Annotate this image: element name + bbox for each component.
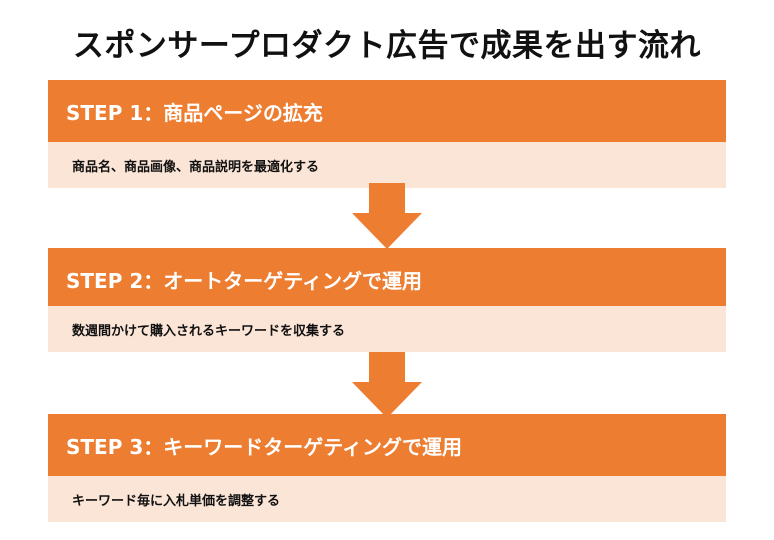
step-2-header: STEP 2：オートターゲティングで運用 (48, 248, 726, 310)
step-3-description-text: キーワード毎に入札単価を調整する (72, 493, 281, 509)
step-1-header: STEP 1：商品ページの拡充 (48, 80, 726, 142)
step-3-header: STEP 3：キーワードターゲティングで運用 (48, 414, 726, 476)
step-1-description-text: 商品名、商品画像、商品説明を最適化する (72, 159, 320, 175)
down-arrow-icon (352, 352, 422, 418)
step-2-description: 数週間かけて購入されるキーワードを収集する (48, 306, 726, 352)
step-1-header-label: STEP 1：商品ページの拡充 (66, 100, 323, 125)
step-3-description: キーワード毎に入札単価を調整する (48, 476, 726, 522)
down-arrow-icon (352, 183, 422, 249)
step-3-header-label: STEP 3：キーワードターゲティングで運用 (66, 434, 463, 459)
page-title: スポンサープロダクト広告で成果を出す流れ (72, 28, 702, 64)
step-2-header-label: STEP 2：オートターゲティングで運用 (66, 268, 423, 293)
step-2-description-text: 数週間かけて購入されるキーワードを収集する (72, 323, 346, 339)
step-1-description: 商品名、商品画像、商品説明を最適化する (48, 142, 726, 188)
